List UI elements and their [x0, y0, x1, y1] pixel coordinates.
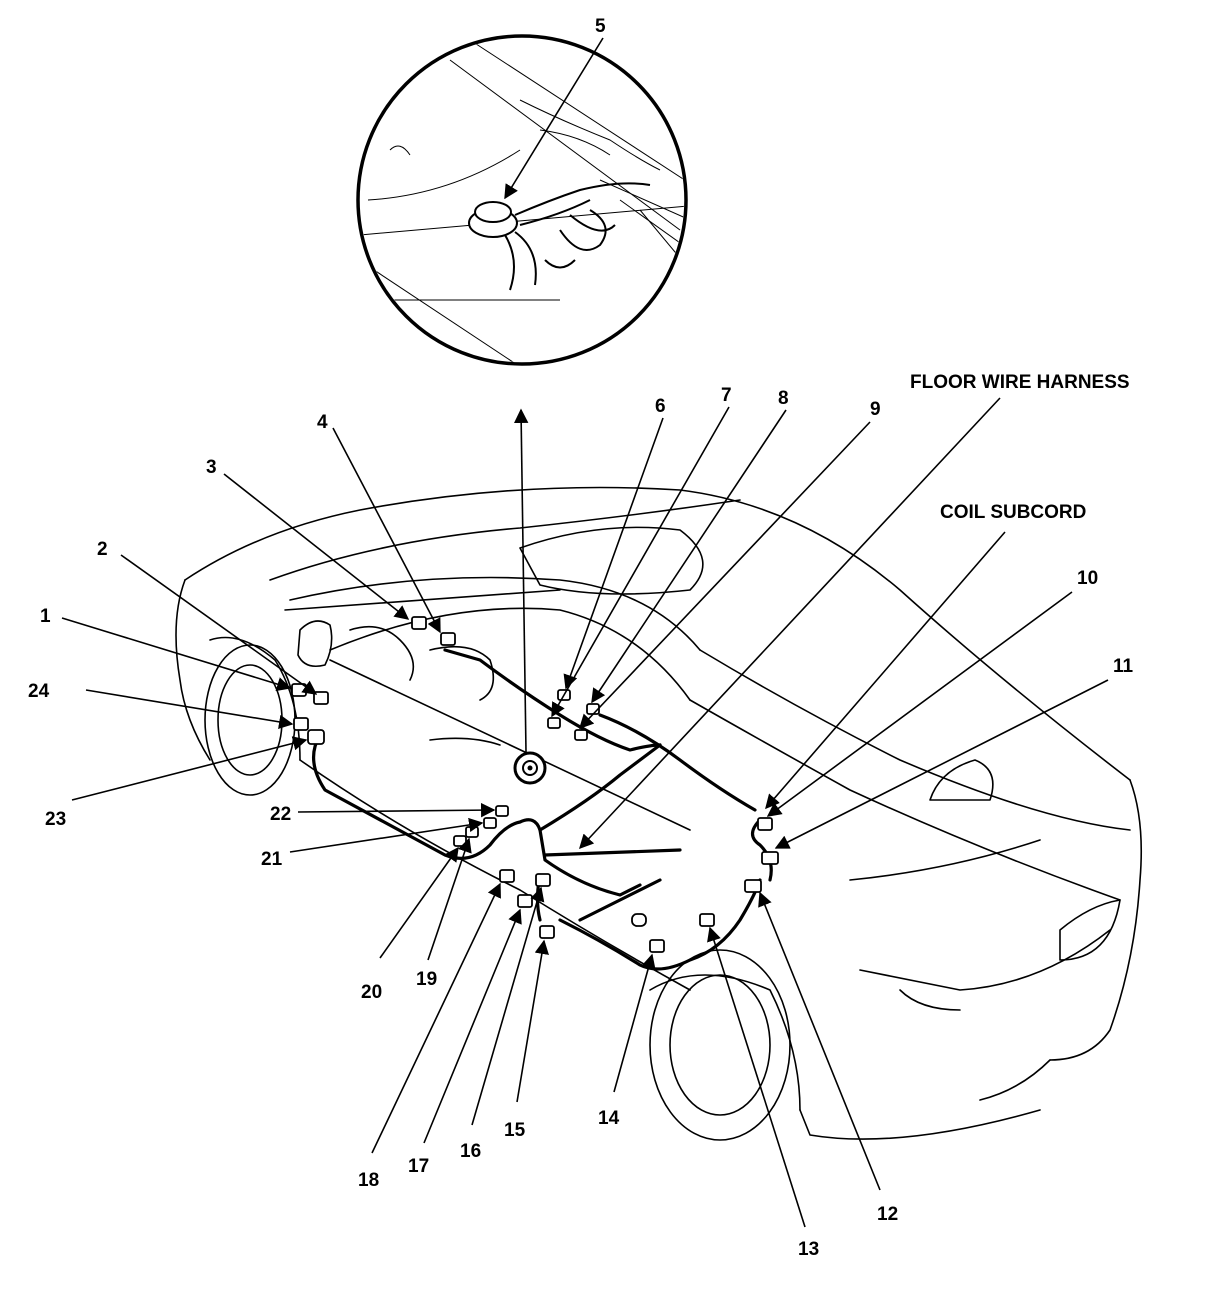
callout-14: 14: [598, 1108, 620, 1129]
callout-11: 11: [1113, 656, 1134, 677]
connector-22: [495, 805, 509, 817]
floor-wire-harness-label: FLOOR WIRE HARNESS: [910, 372, 1130, 393]
leader-lines: [61, 37, 1109, 1228]
callout-22: 22: [270, 804, 291, 825]
connector-13: [699, 913, 715, 927]
connector-11: [761, 851, 779, 865]
connector-20: [453, 835, 467, 847]
callout-2: 2: [97, 539, 108, 560]
callout-8: 8: [778, 388, 789, 409]
connector-16: [535, 873, 551, 887]
car-body: [175, 486, 1143, 1141]
callout-13: 13: [798, 1239, 819, 1260]
callout-21: 21: [261, 849, 283, 870]
callout-4: 4: [317, 412, 328, 433]
callout-15: 15: [504, 1120, 526, 1141]
callout-12: 12: [877, 1204, 898, 1225]
callout-5: 5: [595, 16, 606, 37]
connector-9: [574, 729, 588, 741]
callout-19: 19: [416, 969, 437, 990]
connector-21: [483, 817, 497, 829]
callout-17: 17: [408, 1156, 429, 1177]
callout-3: 3: [206, 457, 217, 478]
callout-6: 6: [655, 396, 666, 417]
connector-18: [499, 869, 515, 883]
connectors: [291, 616, 779, 953]
callout-1: 1: [40, 606, 51, 627]
callout-20: 20: [361, 982, 382, 1003]
connector-23: [307, 729, 325, 745]
callout-24: 24: [28, 681, 50, 702]
connector-17: [517, 894, 533, 908]
callout-9: 9: [870, 399, 881, 420]
callout-10: 10: [1077, 568, 1098, 589]
connector-12: [744, 879, 762, 893]
connector-15: [539, 925, 555, 939]
connector-14a: [631, 913, 647, 927]
connector-3: [411, 616, 427, 630]
connector-10: [757, 817, 773, 831]
connector-24: [293, 717, 309, 731]
callout-7: 7: [721, 385, 732, 406]
connector-14: [649, 939, 665, 953]
connector-4: [440, 632, 456, 646]
connector-19: [465, 826, 479, 838]
coil-subcord-label: COIL SUBCORD: [940, 502, 1086, 523]
connector-2: [313, 691, 329, 705]
detail-view: [356, 34, 688, 366]
connector-7: [547, 717, 561, 729]
callout-labels: 1 2 3 4 5 6 7 8 9 10 11 12 13 14 15 16 1…: [28, 16, 1134, 1260]
callout-16: 16: [460, 1141, 481, 1162]
callout-18: 18: [358, 1170, 379, 1191]
callout-23: 23: [45, 809, 66, 830]
